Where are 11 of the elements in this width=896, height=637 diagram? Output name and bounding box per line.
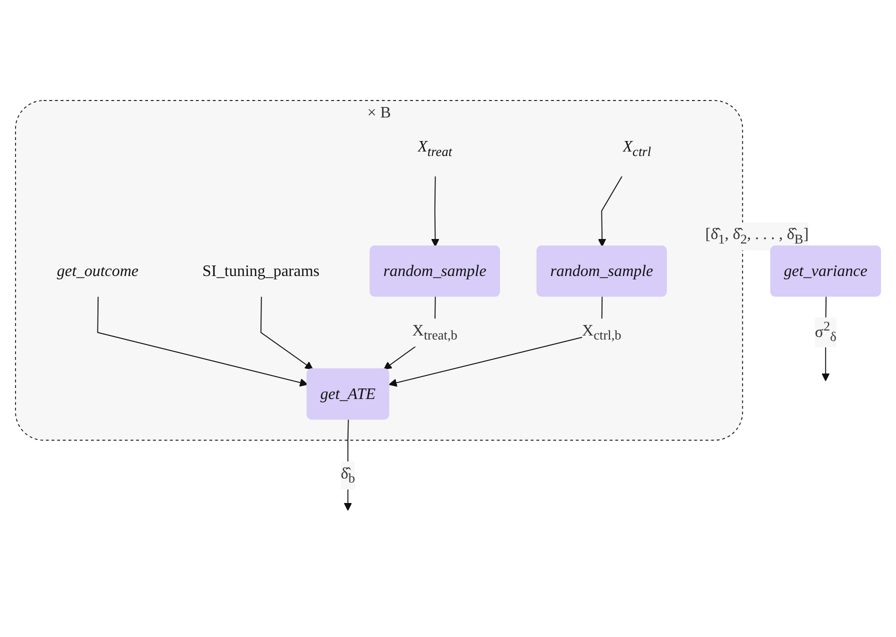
- edge-label: δ̂$_{b}$: [340, 464, 355, 486]
- arrow: [388, 296, 603, 387]
- arrow: [260, 296, 314, 370]
- node-text: get_outcome: [56, 262, 138, 280]
- node-text: SI_tuning_params: [202, 262, 320, 280]
- arrow: [97, 296, 308, 387]
- edge-label: [δ̂$_{1}$, δ̂$_{2}$, . . . , δ̂$_{B}$]: [705, 224, 809, 247]
- edge-label: X$_{ctrl,b}$: [582, 321, 622, 344]
- edge-label: X$_{treat,b}$: [412, 321, 458, 344]
- arrow: [598, 176, 622, 247]
- arrow: [431, 176, 440, 247]
